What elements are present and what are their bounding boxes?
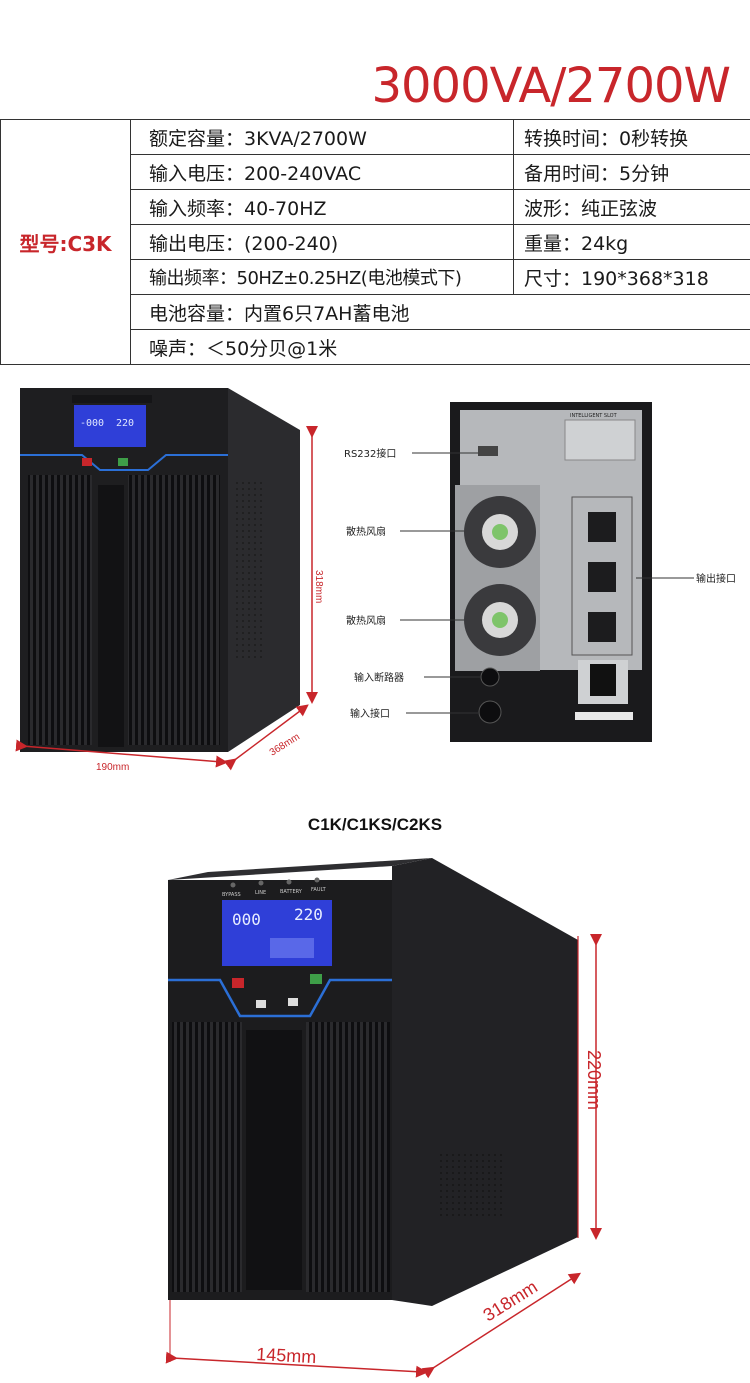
c3k-height-dim: 318mm xyxy=(313,570,324,603)
lcd-screen-icon xyxy=(74,405,146,447)
spec-cell: 波形：纯正弦波 xyxy=(513,189,750,225)
spec-cell: 噪声：＜50分贝@1米 xyxy=(130,329,750,365)
c1k-view: BYPASS LINE BATTERY FAULT 000 220 220mm … xyxy=(165,858,604,1379)
power-on-button-icon xyxy=(118,458,128,466)
c3k-front-view: -000 220 190mm 368mm 318mm xyxy=(15,388,324,773)
power-on-button-icon xyxy=(310,974,322,984)
lcd-output-value: 220 xyxy=(294,905,323,924)
c1k-depth-dim: 318mm xyxy=(480,1277,542,1326)
input-plug-icon xyxy=(478,700,502,724)
callout-fan-2: 散热风扇 xyxy=(346,614,386,627)
callout-breaker: 输入断路器 xyxy=(354,671,404,684)
output-socket-icon xyxy=(588,562,616,592)
output-socket-icon xyxy=(588,612,616,642)
lcd-input-value: 000 xyxy=(232,910,261,929)
indicator-line: LINE xyxy=(255,890,266,896)
spec-cell: 输入频率：40-70HZ xyxy=(130,189,514,225)
function-button-icon xyxy=(256,1000,266,1008)
spec-cell: 备用时间：5分钟 xyxy=(513,154,750,190)
indicator-fault: FAULT xyxy=(311,887,327,893)
function-button-icon xyxy=(288,998,298,1006)
callout-output: 输出接口 xyxy=(696,572,736,585)
model-label: 型号:C3K xyxy=(0,119,131,365)
callout-rs232: RS232接口 xyxy=(344,447,396,460)
c3k-rear-view: INTELLIGENT SLOT RS232接口 散热风扇 散热风扇 输入断路器… xyxy=(344,402,736,742)
output-socket-icon xyxy=(588,512,616,542)
c1k-model-title: C1K/C1KS/C2KS xyxy=(307,815,443,834)
svg-text:220: 220 xyxy=(116,418,134,429)
spec-cell: 输出电压：(200-240) xyxy=(130,224,514,260)
power-off-button-icon xyxy=(82,458,92,466)
fan-icon xyxy=(464,496,536,568)
indicator-bypass: BYPASS xyxy=(222,892,241,898)
spec-cell: 重量：24kg xyxy=(513,224,750,260)
c3k-width-dim: 190mm xyxy=(96,762,129,773)
spec-cell: 额定容量：3KVA/2700W xyxy=(130,119,514,155)
c1k-height-dim: 220mm xyxy=(584,1050,604,1110)
indicator-battery: BATTERY xyxy=(280,889,303,895)
circuit-breaker-icon xyxy=(480,667,500,687)
spec-cell: 转换时间：0秒转换 xyxy=(513,119,750,155)
power-off-button-icon xyxy=(232,978,244,988)
spec-cell: 尺寸：190*368*318 xyxy=(513,259,750,295)
spec-cell: 输出频率：50HZ±0.25HZ(电池模式下) xyxy=(130,259,514,295)
callout-input: 输入接口 xyxy=(350,707,390,720)
c1k-width-dim: 145mm xyxy=(256,1344,317,1367)
lcd-screen-icon xyxy=(222,900,332,966)
spec-table: 型号:C3K 额定容量：3KVA/2700W 转换时间：0秒转换 输入电压：20… xyxy=(0,119,750,365)
capacity-headline: 3000VA/2700W xyxy=(371,58,731,114)
callout-fan-1: 散热风扇 xyxy=(346,525,386,538)
c3k-depth-dim: 368mm xyxy=(268,732,302,759)
fan-icon xyxy=(464,584,536,656)
spec-cell: 输入电压：200-240VAC xyxy=(130,154,514,190)
svg-text:INTELLIGENT SLOT: INTELLIGENT SLOT xyxy=(570,413,618,419)
svg-text:-000: -000 xyxy=(80,418,104,429)
spec-cell: 电池容量：内置6只7AH蓄电池 xyxy=(130,294,750,330)
status-indicators: BYPASS LINE BATTERY FAULT xyxy=(222,877,327,898)
